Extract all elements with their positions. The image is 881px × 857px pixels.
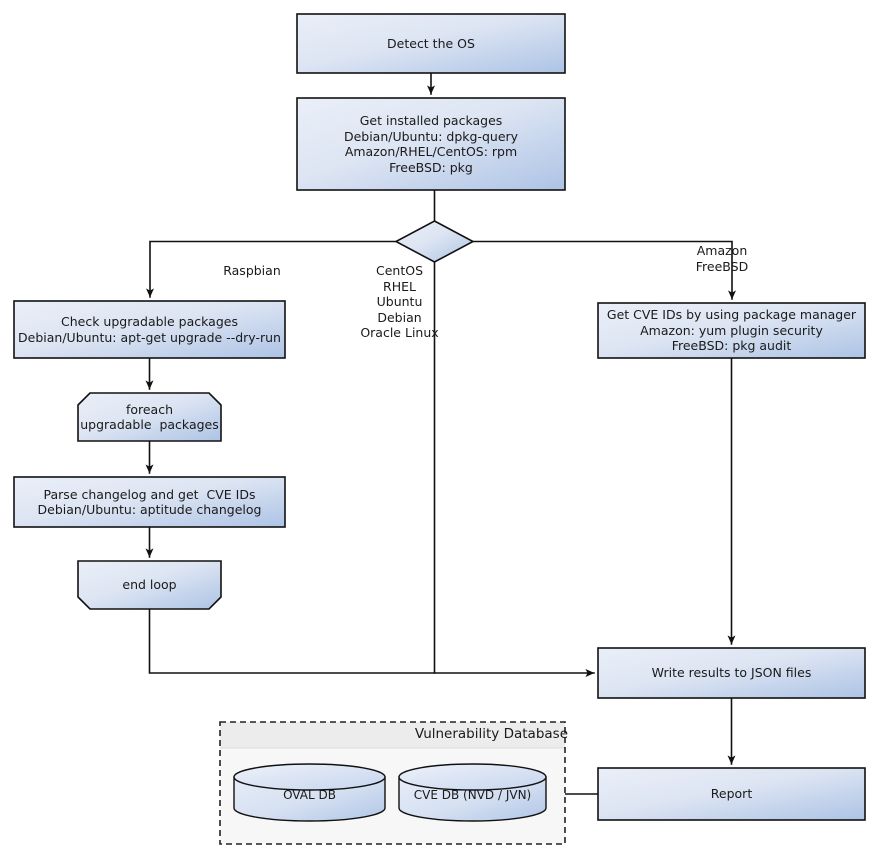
node-oval-db[interactable] <box>233 763 386 822</box>
edge-decision-to-check-upgradable <box>146 240 397 298</box>
node-detect-os[interactable] <box>296 13 566 74</box>
node-foreach-loop-start[interactable] <box>77 392 222 442</box>
node-check-upgradable-packages[interactable] <box>13 300 286 359</box>
group-title-band <box>220 722 565 748</box>
node-report[interactable] <box>597 767 866 821</box>
node-end-loop[interactable] <box>77 560 222 610</box>
edge-endloop-to-write-results <box>148 608 595 677</box>
node-get-installed-packages[interactable] <box>296 97 566 191</box>
group-dashed-border <box>219 721 566 845</box>
node-os-decision[interactable] <box>394 220 475 263</box>
node-parse-changelog[interactable] <box>13 476 286 528</box>
node-write-results[interactable] <box>597 647 866 699</box>
node-get-cve-ids-pkgmgr[interactable] <box>597 302 866 359</box>
node-cve-db[interactable] <box>398 763 547 822</box>
edge-decision-to-get-cve-pkgmgr <box>472 240 736 300</box>
